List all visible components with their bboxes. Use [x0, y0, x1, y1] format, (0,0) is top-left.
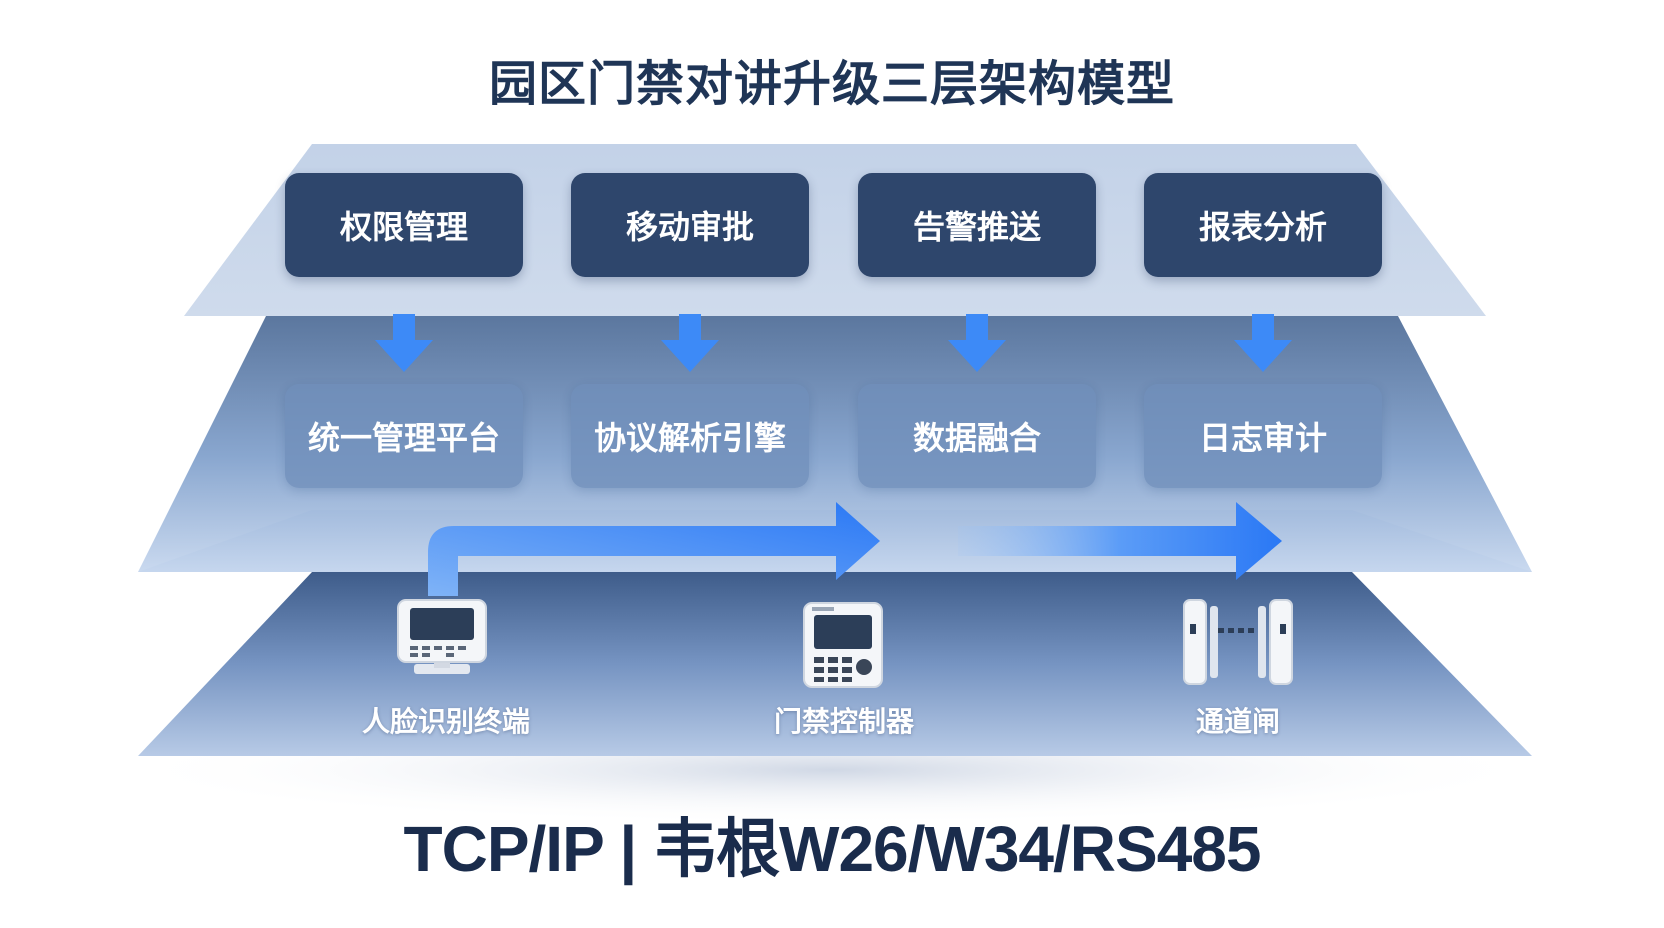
mid-box-unified-platform: 统一管理平台: [285, 384, 523, 488]
turnstile-gate-icon: [1183, 599, 1293, 685]
access-controller-icon: [803, 602, 883, 688]
top-box-report-analysis: 报表分析: [1144, 173, 1382, 277]
device-label-turnstile: 通道闸: [1195, 705, 1280, 738]
top-box-mobile-approval: 移动审批: [571, 173, 809, 277]
page-title: 园区门禁对讲升级三层架构模型: [488, 56, 1175, 112]
device-label-face-terminal: 人脸识别终端: [361, 705, 530, 738]
middle-layer-plane: [138, 316, 1532, 572]
mid-box-protocol-engine: 协议解析引擎: [571, 384, 809, 488]
top-box-permission: 权限管理: [285, 173, 523, 277]
down-arrow-2: [661, 314, 719, 372]
mid-box-log-audit: 日志审计: [1144, 384, 1382, 488]
mid-box-data-fusion: 数据融合: [858, 384, 1096, 488]
down-arrow-3: [948, 314, 1006, 372]
face-recognition-terminal-icon: [397, 599, 487, 674]
protocol-footer: TCP/IP | 韦根W26/W34/RS485: [403, 813, 1262, 885]
flow-arrow-1: [428, 502, 880, 596]
flow-arrow-2: [958, 502, 1282, 580]
top-box-alarm-push: 告警推送: [858, 173, 1096, 277]
device-label-access-controller: 门禁控制器: [773, 705, 914, 738]
down-arrow-4: [1234, 314, 1292, 372]
down-arrow-1: [375, 314, 433, 372]
